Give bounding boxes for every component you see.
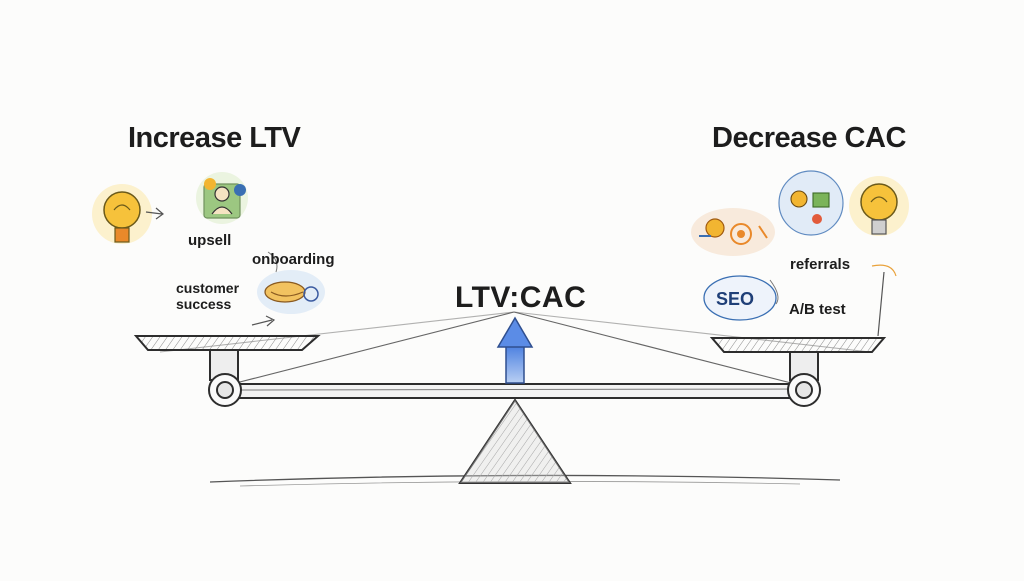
- right-heading: Decrease CAC: [712, 122, 906, 154]
- arrow-connector: [267, 251, 278, 273]
- network-icon: [778, 170, 844, 236]
- tag-ab-test: A/B test: [789, 301, 846, 318]
- arrow-connector: [145, 207, 164, 220]
- scale-beam: [227, 383, 804, 399]
- target-icon: [691, 208, 775, 256]
- tag-seo: SEO: [716, 289, 755, 309]
- arrow-connector: [769, 279, 779, 305]
- tag-customer-success: customer success: [176, 280, 240, 312]
- tag-upsell: upsell: [188, 232, 232, 249]
- seo-badge-outline: [703, 275, 777, 321]
- left-platform: [133, 335, 321, 407]
- stick-line: [877, 271, 885, 337]
- tag-onboarding: onboarding: [252, 251, 335, 268]
- arrow-connector: [871, 264, 897, 277]
- left-heading: Increase LTV: [128, 122, 301, 154]
- up-arrow-icon: [496, 316, 534, 384]
- tag-referrals: referrals: [790, 256, 851, 273]
- fulcrum-triangle: [458, 398, 572, 484]
- lightbulb-icon: [92, 184, 152, 244]
- center-label: LTV:CAC: [455, 281, 587, 314]
- right-platform: [709, 337, 887, 407]
- handshake-icon: [257, 270, 325, 314]
- person-icon: [196, 172, 248, 224]
- arrow-connector: [251, 315, 276, 327]
- lightbulb-icon: [849, 176, 909, 236]
